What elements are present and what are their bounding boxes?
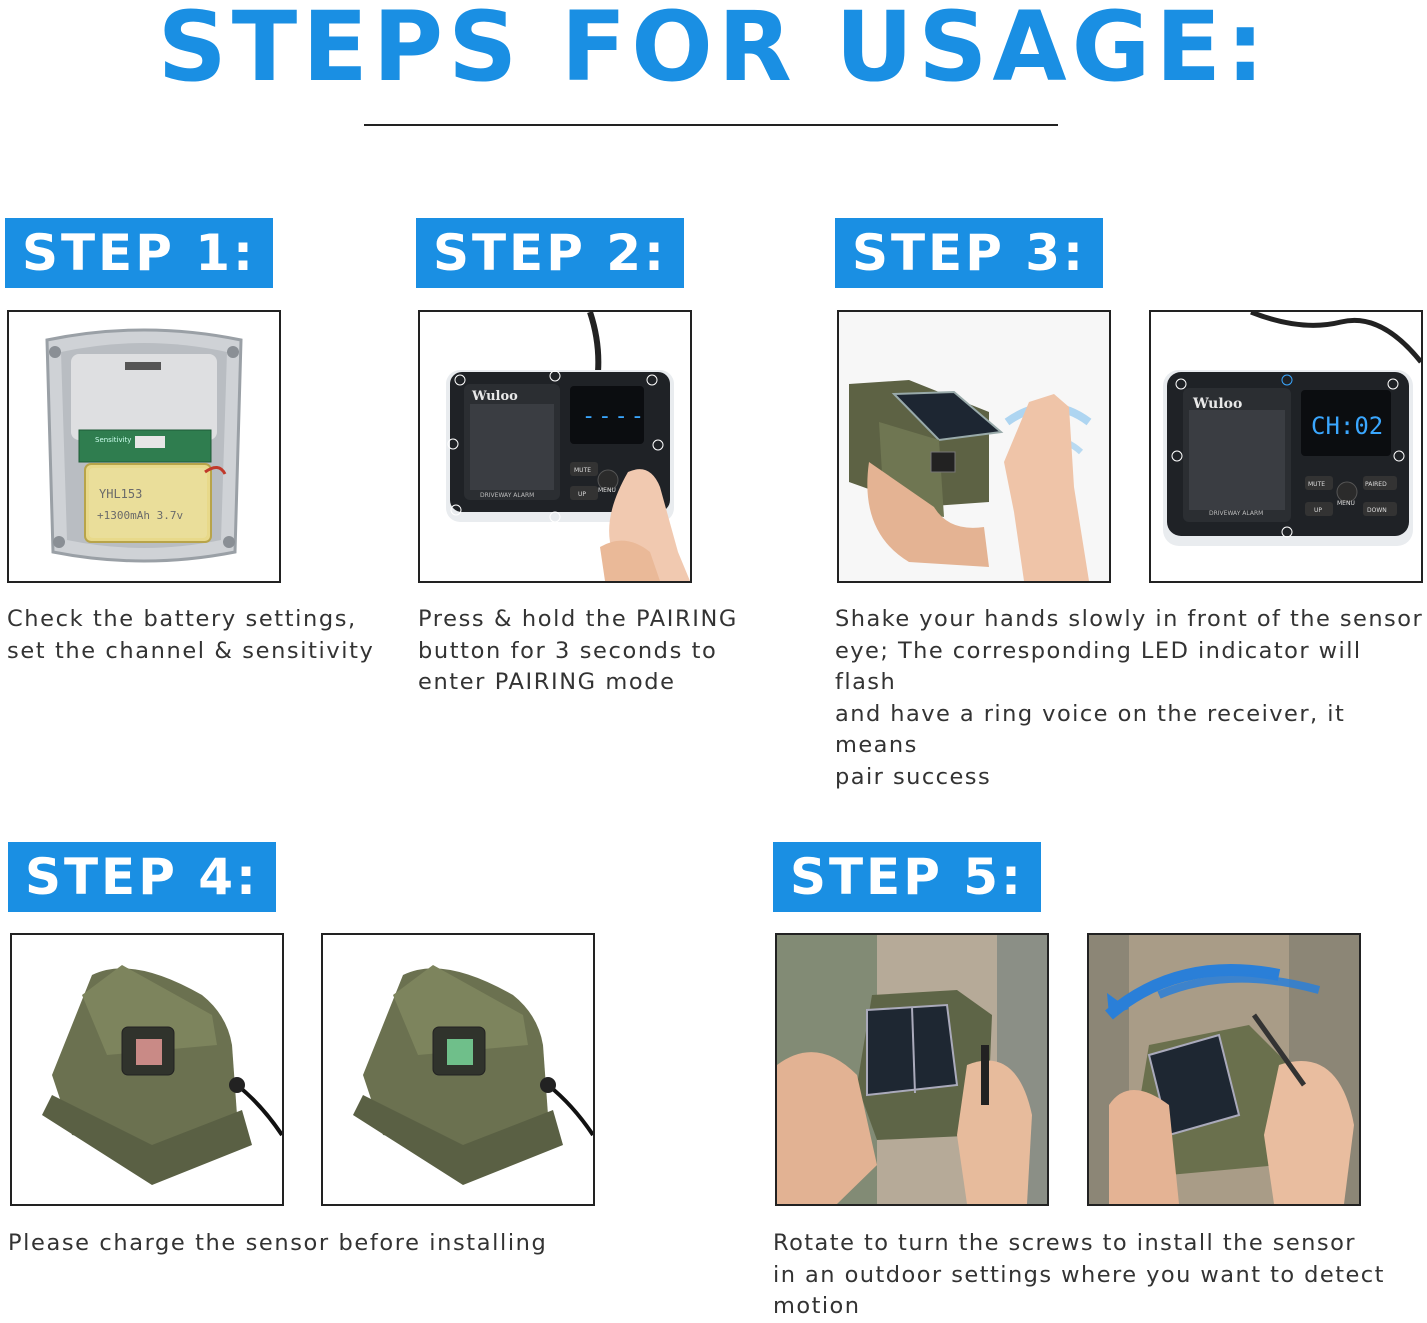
step-2-badge: STEP 2:	[416, 218, 684, 288]
up-button-label: UP	[578, 491, 586, 498]
down-button-label: DOWN	[1367, 507, 1387, 514]
step-3-image-sensor	[837, 310, 1111, 583]
step-1-image: Sensitivity YHL153 +1300mAh 3.7v	[7, 310, 281, 583]
receiver-channel-illustration: Wuloo DRIVEWAY ALARM CH:02 MUTE PAIRED U…	[1163, 312, 1421, 546]
menu-button-label: MENU	[1337, 500, 1355, 507]
menu-button-label: MENU	[598, 487, 616, 494]
paired-button-label: PAIRED	[1365, 481, 1387, 488]
page-title: STEPS FOR USAGE:	[157, 0, 1270, 103]
receiver-model: DRIVEWAY ALARM	[1209, 510, 1263, 517]
board-label: Sensitivity	[95, 436, 131, 444]
step-3-description: Shake your hands slowly in front of the …	[835, 606, 1424, 790]
mute-button-label: MUTE	[574, 467, 591, 474]
sensor-tree-mount-illustration	[777, 935, 1047, 1204]
receiver-pairing-illustration: Wuloo DRIVEWAY ALARM ---- MUTE UP MENU D…	[446, 312, 690, 581]
step-1-description: Check the battery settings, set the chan…	[7, 606, 375, 664]
sensor-rotate-screw-illustration	[1089, 935, 1359, 1204]
step-5-description: Rotate to turn the screws to install the…	[773, 1230, 1385, 1319]
receiver-display: CH:02	[1311, 412, 1383, 440]
step-5-badge: STEP 5:	[773, 842, 1041, 912]
up-button-label: UP	[1314, 507, 1322, 514]
step-1-badge: STEP 1:	[5, 218, 273, 288]
step-3-badge: STEP 3:	[835, 218, 1103, 288]
receiver-model: DRIVEWAY ALARM	[480, 492, 534, 499]
mute-button-label: MUTE	[1308, 481, 1325, 488]
battery-label-2: +1300mAh 3.7v	[97, 509, 183, 522]
step-3-image-receiver: Wuloo DRIVEWAY ALARM CH:02 MUTE PAIRED U…	[1149, 310, 1423, 583]
step-4-badge: STEP 4:	[8, 842, 276, 912]
step-4-description: Please charge the sensor before installi…	[8, 1230, 548, 1256]
battery-compartment-illustration: Sensitivity YHL153 +1300mAh 3.7v	[45, 328, 243, 563]
step-5-image-mount	[775, 933, 1049, 1206]
step-4-image-charging-red	[10, 933, 284, 1206]
sensor-charging-green-illustration	[353, 965, 593, 1185]
hand-wave-sensor-illustration	[839, 312, 1109, 581]
title-divider	[364, 124, 1058, 126]
receiver-brand: Wuloo	[471, 389, 518, 404]
step-2-image: Wuloo DRIVEWAY ALARM ---- MUTE UP MENU D…	[418, 310, 692, 583]
receiver-display: ----	[582, 404, 647, 429]
step-5-image-rotate	[1087, 933, 1361, 1206]
step-4-image-charging-green	[321, 933, 595, 1206]
receiver-brand: Wuloo	[1192, 396, 1242, 412]
battery-label-1: YHL153	[99, 487, 142, 501]
sensor-charging-red-illustration	[42, 965, 282, 1185]
step-2-description: Press & hold the PAIRING button for 3 se…	[418, 606, 738, 695]
